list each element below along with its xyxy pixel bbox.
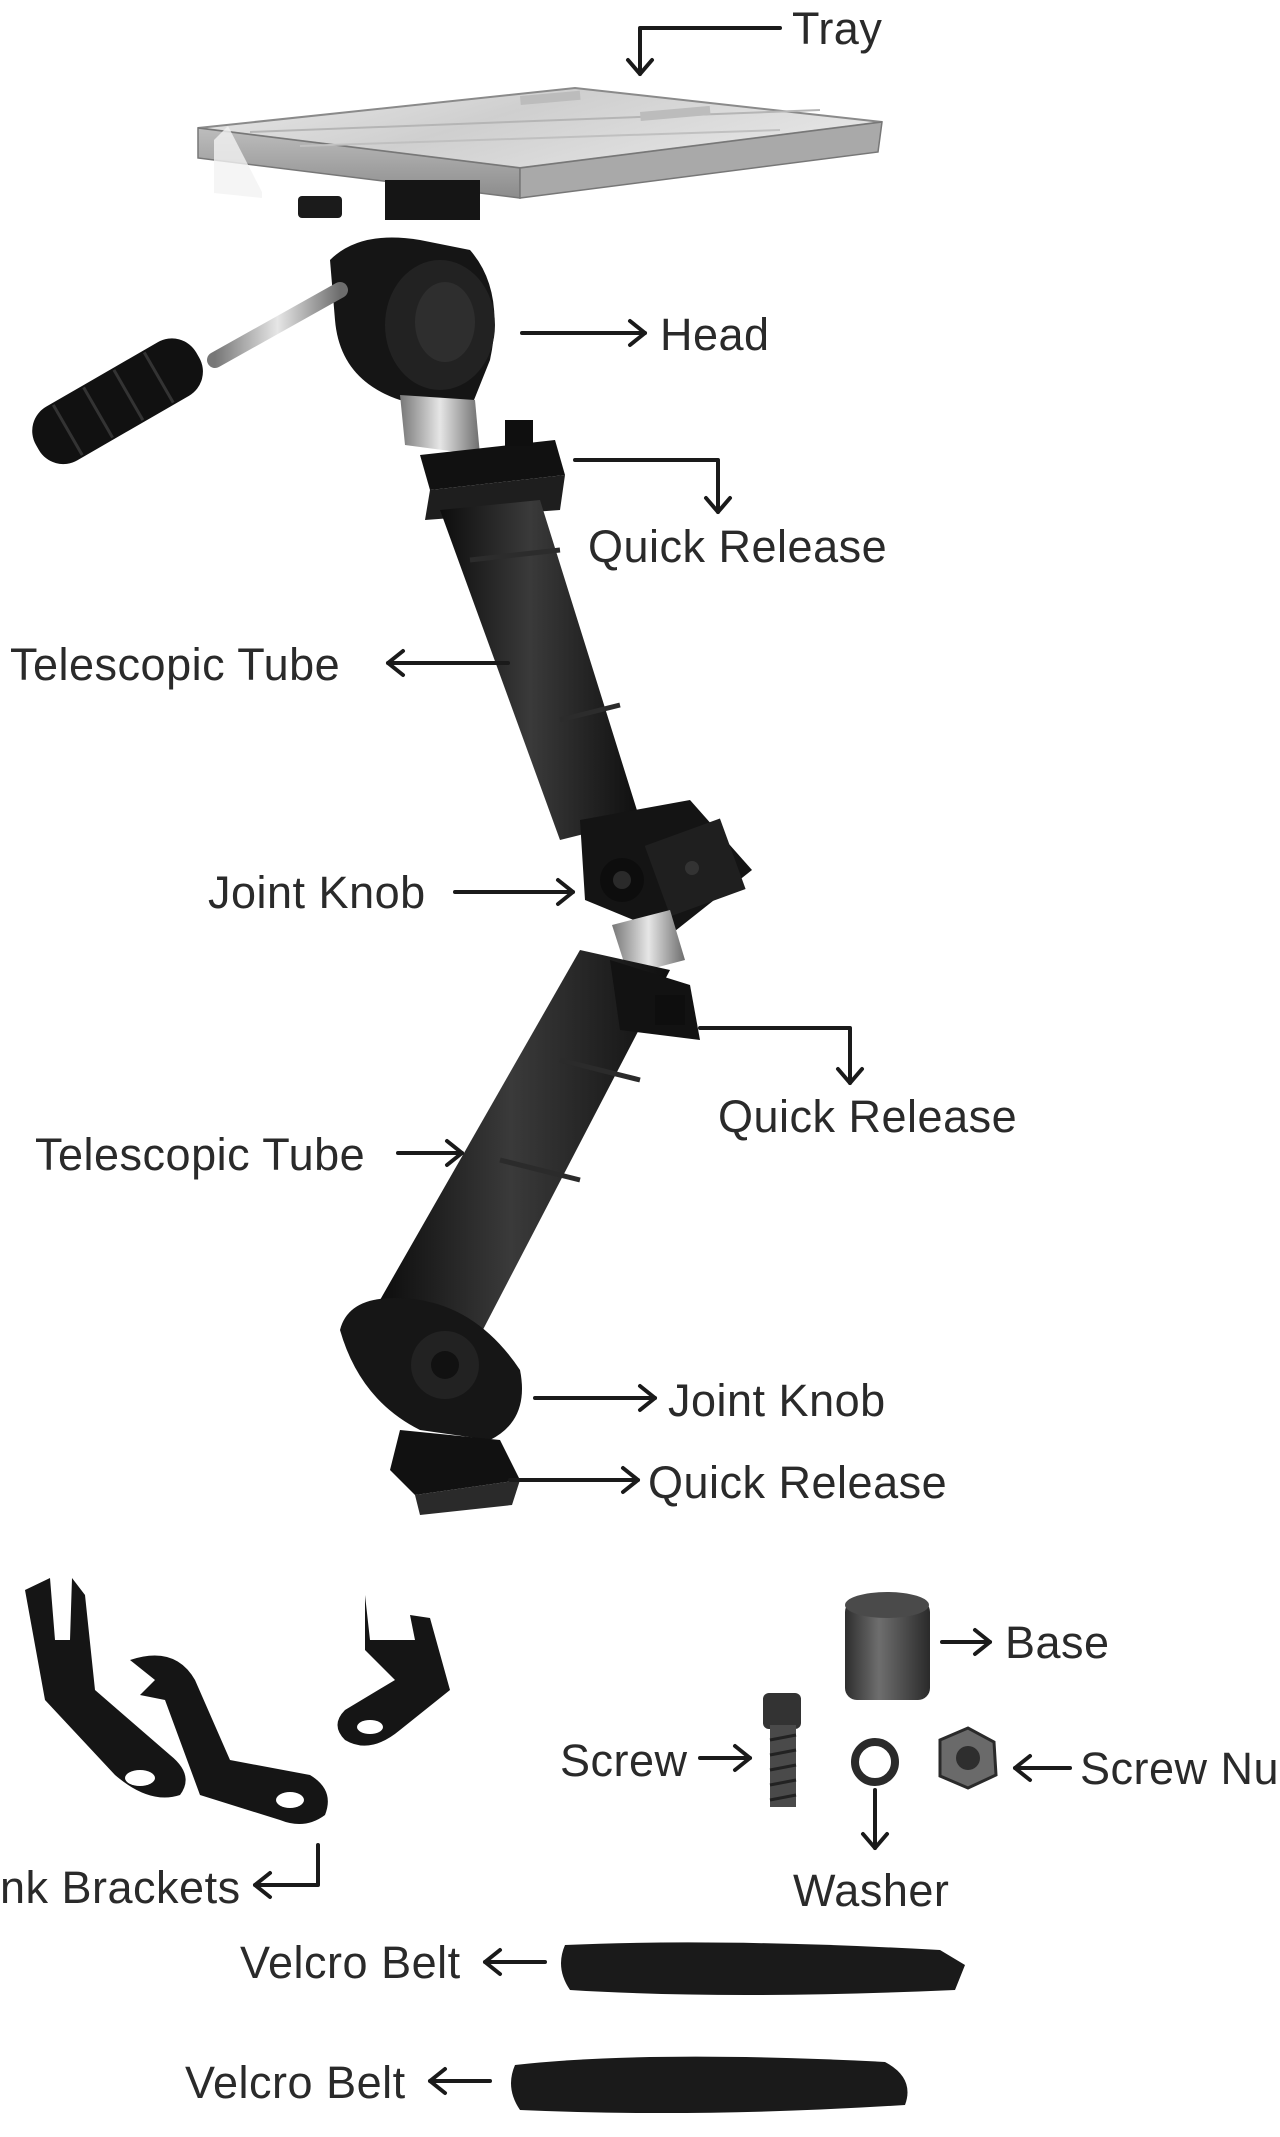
label-quick-release-bottom: Quick Release [648,1457,948,1508]
head [32,180,495,465]
screw-part [763,1693,801,1807]
label-screw: Screw [560,1735,688,1786]
label-velcro-belt-upper: Velcro Belt [240,1937,461,1988]
velcro-belt-lower [511,2056,908,2114]
label-joint-knob-lower: Joint Knob [668,1375,886,1426]
base-part [845,1592,930,1700]
screw-nut-part [938,1726,998,1790]
tray [197,86,883,199]
quick-release-bottom [390,1430,520,1515]
telescopic-tube-upper [440,500,640,840]
label-washer: Washer [793,1865,950,1916]
trunk-brackets [25,1578,450,1824]
label-quick-release-middle: Quick Release [718,1091,1018,1142]
joint-knob-upper [580,800,752,975]
label-head: Head [660,309,770,360]
washer-part [851,1738,899,1786]
velcro-belt-upper [561,1942,965,1995]
label-tray: Tray [792,3,883,54]
annotation-arrows [253,26,1072,2095]
label-velcro-belt-lower: Velcro Belt [185,2057,406,2108]
label-telescopic-tube-upper: Telescopic Tube [10,639,341,690]
label-trunk-brackets: nk Brackets [0,1862,241,1913]
label-screw-nut: Screw Nu [1080,1743,1280,1794]
label-quick-release-upper: Quick Release [588,521,888,572]
label-joint-knob-upper: Joint Knob [208,867,426,918]
joint-knob-lower [340,1298,522,1440]
label-base: Base [1005,1617,1110,1668]
telescopic-tube-lower [380,950,700,1345]
label-telescopic-tube-lower: Telescopic Tube [35,1129,366,1180]
